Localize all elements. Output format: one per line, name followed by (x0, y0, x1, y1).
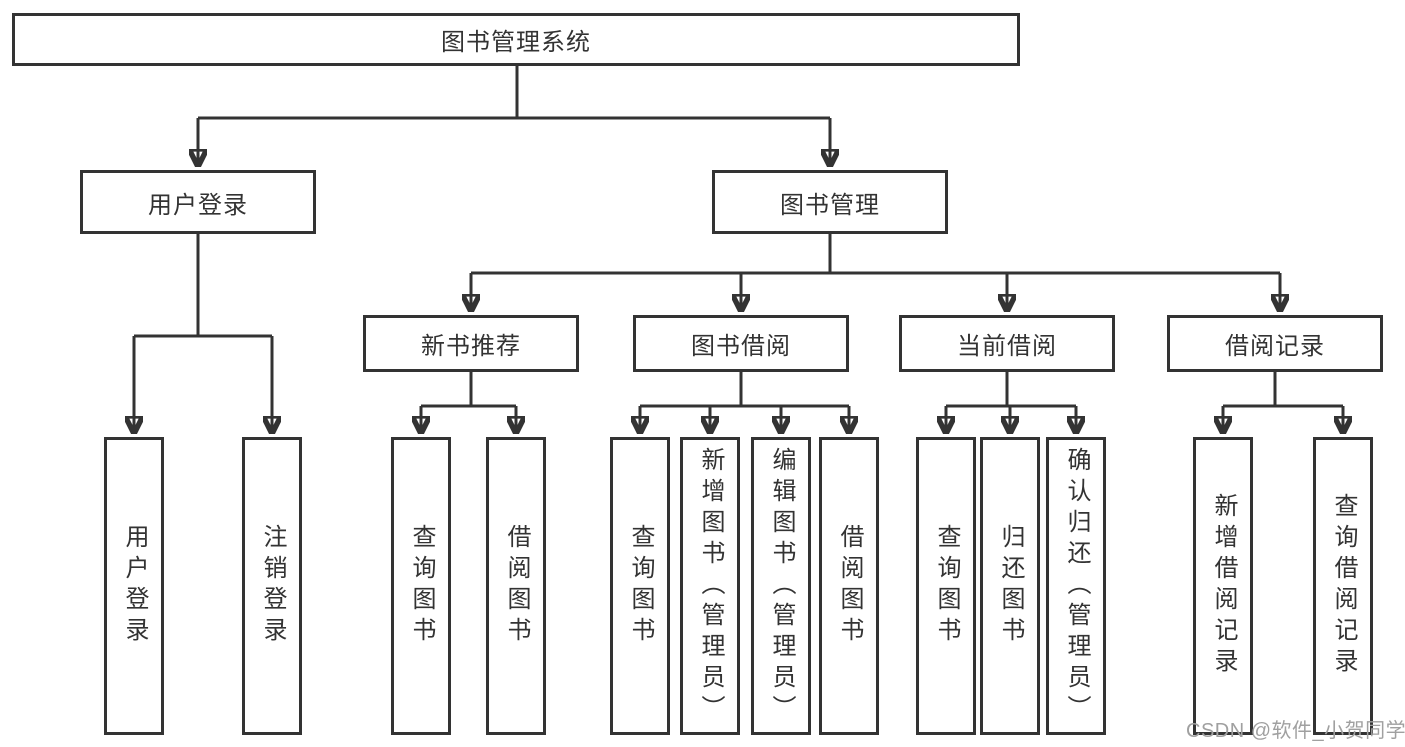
leaf-bb-add-books-admin-label: 新增图书（管理员） (697, 446, 724, 726)
current-borrow-box: 当前借阅 (899, 315, 1115, 372)
user-login-label: 用户登录 (148, 191, 248, 219)
leaf-bb-borrow-books-label: 借阅图书 (836, 524, 863, 648)
leaf-br-query-record-box: 查询借阅记录 (1313, 437, 1373, 735)
book-management-label: 图书管理 (780, 191, 880, 219)
leaf-bb-borrow-books-box: 借阅图书 (819, 437, 879, 735)
leaf-br-add-record-box: 新增借阅记录 (1193, 437, 1253, 735)
new-book-recommend-label: 新书推荐 (421, 333, 521, 360)
leaf-br-query-record-label: 查询借阅记录 (1330, 493, 1357, 679)
borrow-records-label: 借阅记录 (1225, 333, 1325, 360)
current-borrow-label: 当前借阅 (957, 333, 1057, 360)
book-management-box: 图书管理 (712, 170, 948, 234)
book-borrow-label: 图书借阅 (691, 333, 791, 360)
leaf-bb-edit-books-admin-label: 编辑图书（管理员） (768, 446, 795, 726)
trunk-user-login-split (134, 234, 272, 338)
leaf-nb-borrow-books-label: 借阅图书 (503, 524, 530, 648)
leaf-logout-box: 注销登录 (242, 437, 302, 735)
trunk-current-borrow-split (946, 372, 1076, 408)
leaf-cb-query-books-box: 查询图书 (916, 437, 976, 735)
book-borrow-box: 图书借阅 (633, 315, 849, 372)
leaf-bb-edit-books-admin-box: 编辑图书（管理员） (751, 437, 811, 735)
leaf-nb-query-books-label: 查询图书 (408, 524, 435, 648)
trunk-book-borrow-split (640, 372, 849, 408)
leaf-user-login-label: 用户登录 (121, 524, 148, 648)
leaf-cb-confirm-return-admin-box: 确认归还（管理员） (1046, 437, 1106, 735)
leaf-nb-borrow-books-box: 借阅图书 (486, 437, 546, 735)
leaf-bb-query-books-label: 查询图书 (627, 524, 654, 648)
leaf-cb-confirm-return-admin-label: 确认归还（管理员） (1063, 446, 1090, 726)
leaf-nb-query-books-box: 查询图书 (391, 437, 451, 735)
user-login-box: 用户登录 (80, 170, 316, 234)
borrow-records-box: 借阅记录 (1167, 315, 1383, 372)
leaf-logout-label: 注销登录 (259, 524, 286, 648)
trunk-new-books-split (421, 372, 516, 408)
leaf-cb-query-books-label: 查询图书 (933, 524, 960, 648)
csdn-watermark: CSDN @软件_小贺同学 (1186, 720, 1405, 742)
leaf-br-add-record-label: 新增借阅记录 (1210, 493, 1237, 679)
leaf-cb-return-books-box: 归还图书 (980, 437, 1040, 735)
root-label: 图书管理系统 (441, 29, 591, 56)
root-box: 图书管理系统 (12, 13, 1020, 66)
trunk-book-mgmt-split (471, 234, 1280, 275)
trunk-borrow-records-split (1223, 372, 1343, 408)
leaf-user-login-box: 用户登录 (104, 437, 164, 735)
new-book-recommend-box: 新书推荐 (363, 315, 579, 372)
leaf-bb-query-books-box: 查询图书 (610, 437, 670, 735)
trunk-root-split (198, 66, 830, 120)
leaf-bb-add-books-admin-box: 新增图书（管理员） (680, 437, 740, 735)
leaf-cb-return-books-label: 归还图书 (997, 524, 1024, 648)
